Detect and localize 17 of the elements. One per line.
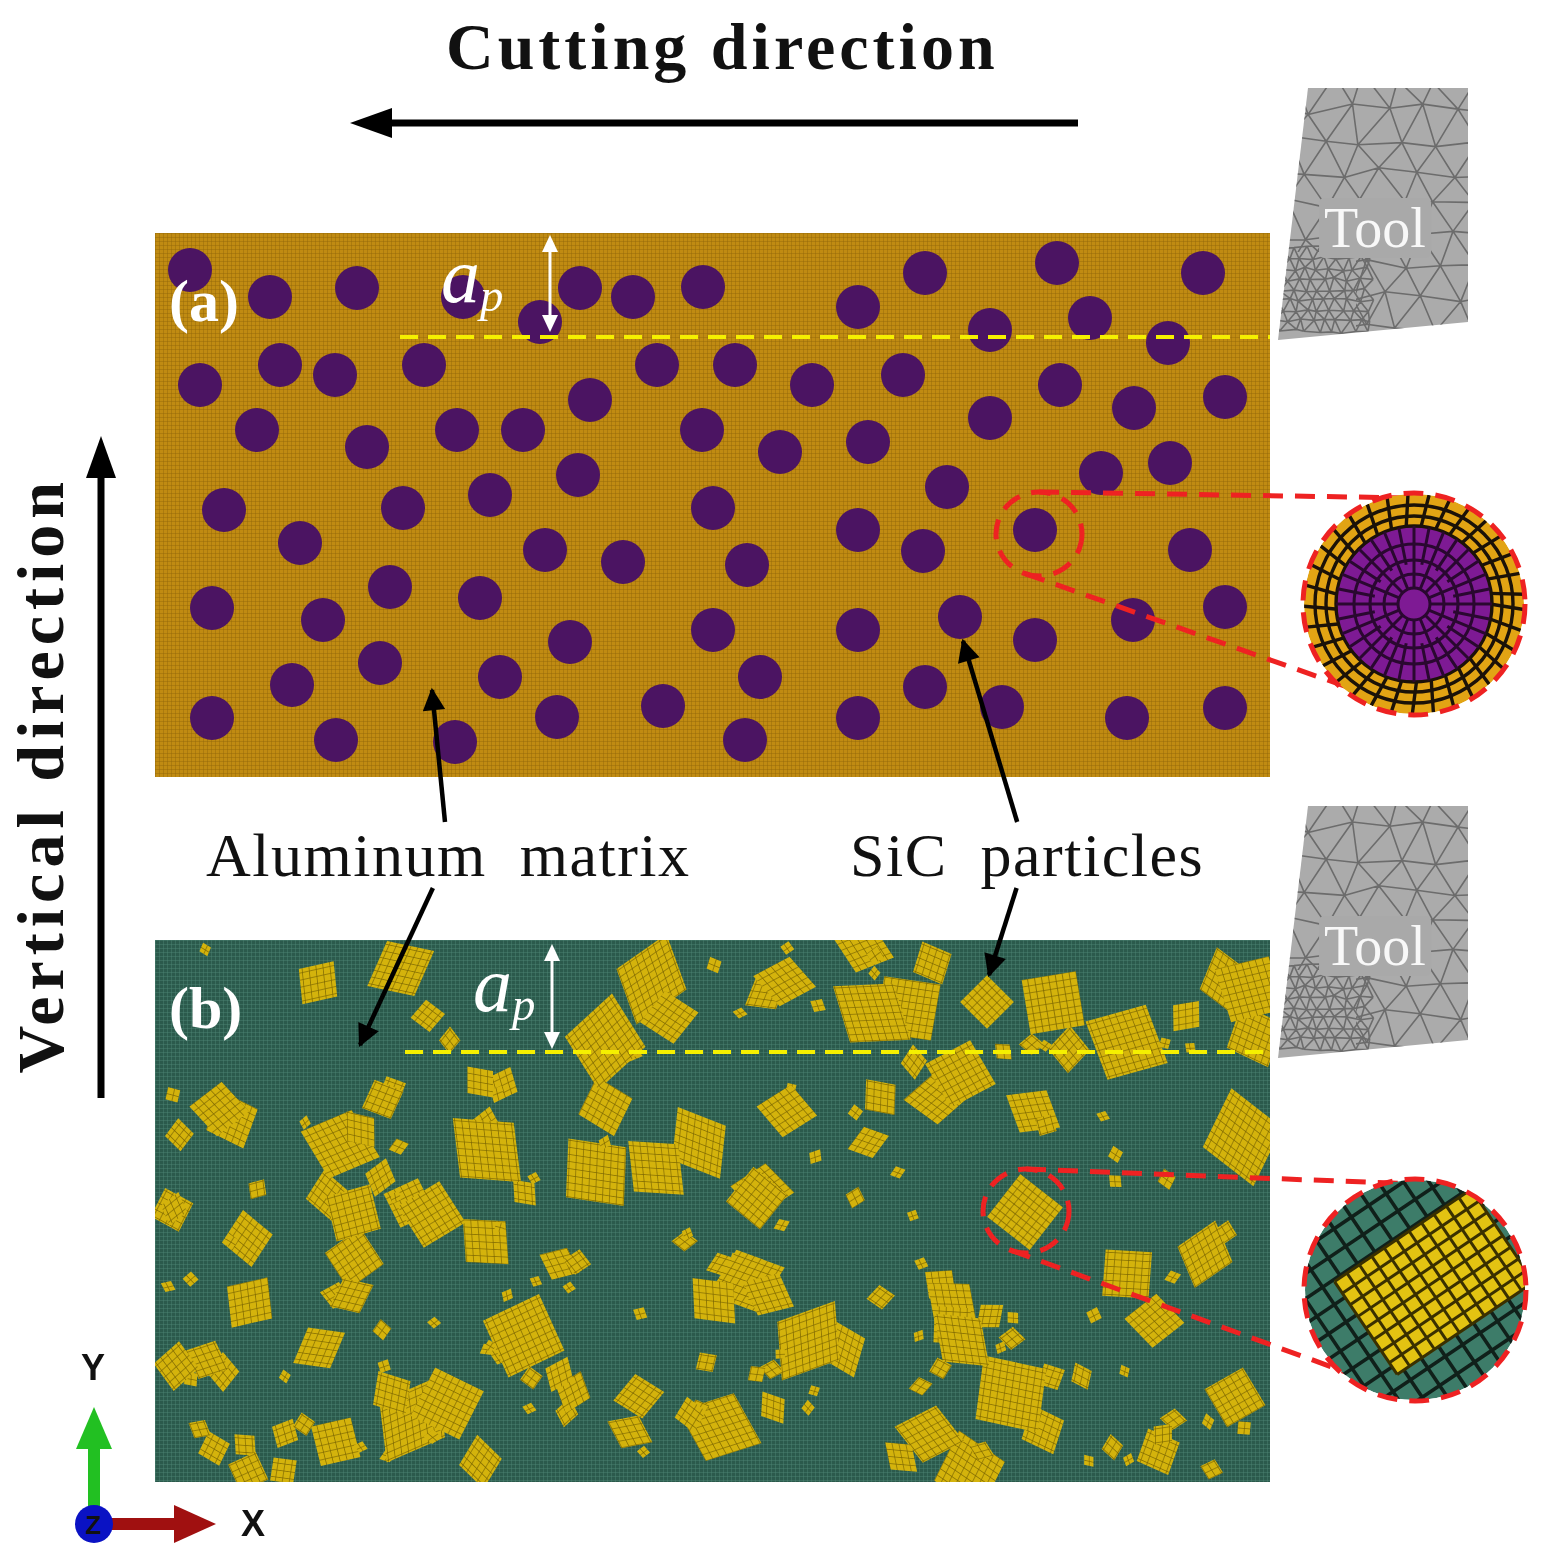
dashed-ellipse bbox=[980, 1166, 1072, 1256]
magnified-mesh-inset bbox=[1300, 490, 1528, 718]
callout-label: Aluminum matrix bbox=[206, 824, 691, 886]
axis-label: Z bbox=[85, 1512, 101, 1538]
leader-arrow bbox=[984, 887, 1019, 978]
dimension-label: a$_{p}$ bbox=[441, 237, 504, 320]
leader-arrow bbox=[357, 887, 435, 1048]
axis-label: Y bbox=[81, 1350, 105, 1386]
direction-label: Vertical direction bbox=[8, 476, 74, 1074]
leader-arrow bbox=[422, 687, 448, 823]
leader-arrow bbox=[958, 638, 1020, 823]
dashed-ellipse bbox=[993, 489, 1085, 579]
tool-label: Tool bbox=[1319, 198, 1431, 258]
dimension-label: a$_{p}$ bbox=[473, 946, 536, 1029]
axis-label: X bbox=[241, 1506, 265, 1542]
magnified-mesh-inset bbox=[1301, 1176, 1529, 1404]
tool-label: Tool bbox=[1319, 916, 1431, 976]
